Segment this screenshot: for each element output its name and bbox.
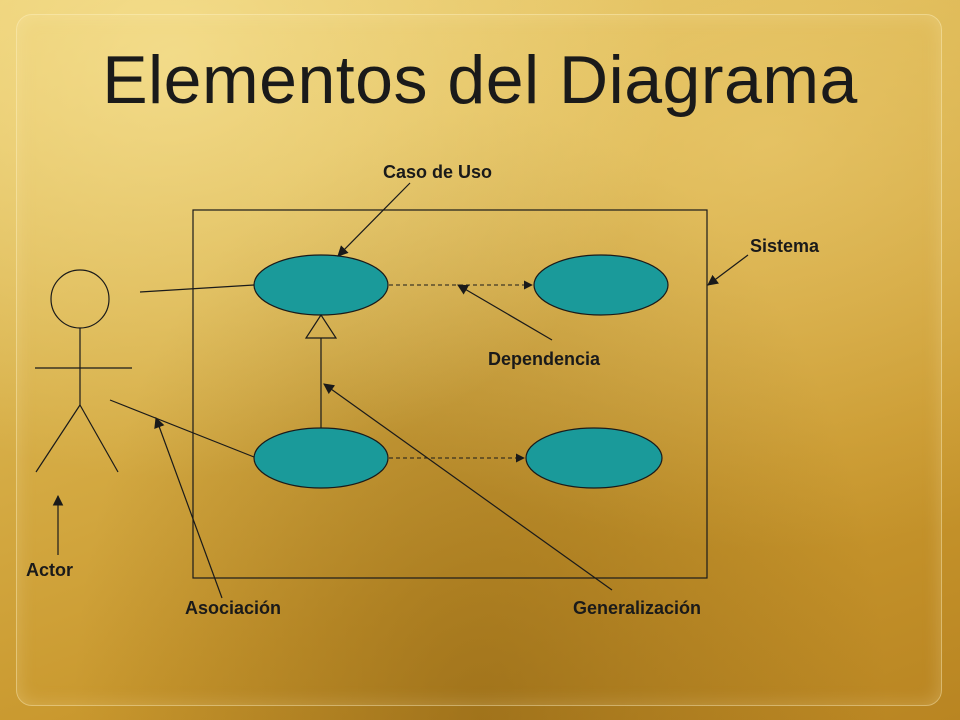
use-case-bottom-left [253, 427, 389, 489]
dependency-callout-arrow [457, 284, 553, 341]
actor-head [50, 269, 110, 329]
use-case-label: Caso de Uso [383, 162, 493, 182]
use-case-top-left [253, 254, 389, 316]
association-line-top [139, 284, 255, 293]
generalization-triangle [304, 313, 338, 339]
generalization-callout-arrow [323, 383, 613, 591]
actor-right-leg [79, 404, 119, 473]
slide-frame [16, 14, 942, 706]
page-title: Elementos del Diagrama [102, 42, 858, 118]
actor-left-leg [35, 404, 81, 473]
generalization-label: Generalización [573, 598, 702, 618]
association-label: Asociación [185, 598, 282, 618]
use-case-callout-arrow [337, 182, 411, 257]
system-label: Sistema [750, 236, 820, 256]
use-case-bottom-right [525, 427, 663, 489]
system-boundary [192, 209, 708, 579]
system-callout-arrow [707, 254, 749, 286]
association-callout-arrow [154, 416, 223, 599]
dependency-label: Dependencia [488, 349, 601, 369]
use-case-top-right [533, 254, 669, 316]
association-line-bottom [109, 399, 255, 458]
actor-figure [35, 269, 132, 473]
actor-label: Actor [26, 560, 74, 580]
